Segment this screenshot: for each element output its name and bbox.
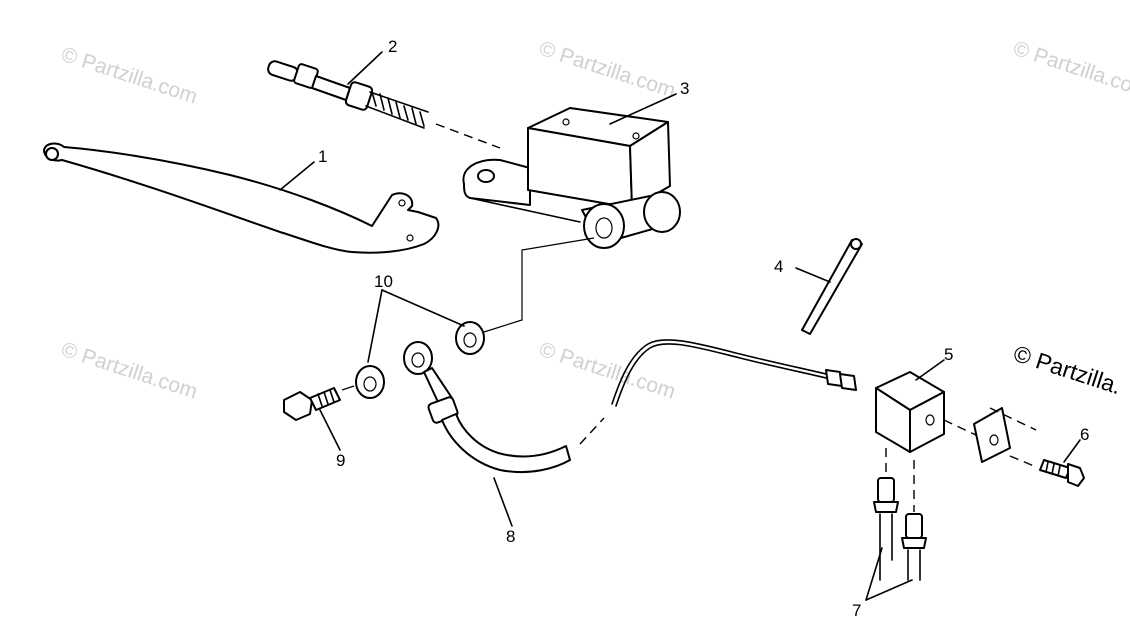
watermark-mid-left: © Partzilla.com — [58, 338, 200, 404]
watermark-top-center: © Partzilla.com — [536, 37, 678, 103]
callout-7-line-a — [865, 547, 883, 601]
leader-block-to-bracket — [943, 419, 979, 437]
callout-8-line — [493, 477, 513, 527]
watermark-top-right: © Partzilla.com — [1010, 37, 1130, 103]
part-piston-spring[interactable] — [267, 60, 429, 129]
callout-6-line — [1063, 439, 1081, 463]
part-cable-tie[interactable] — [801, 238, 863, 335]
callout-10-line-b — [367, 289, 383, 363]
part-washer-lower[interactable] — [355, 365, 385, 399]
part-bracket-bolt[interactable] — [1039, 459, 1085, 487]
watermark-mid-center: © Partzilla.com — [536, 338, 678, 404]
callout-7-line-b — [865, 579, 913, 601]
part-washer-upper[interactable] — [455, 321, 485, 355]
callout-2: 2 — [388, 37, 397, 56]
callout-2-line — [347, 51, 383, 85]
part-junction-block[interactable] — [875, 371, 945, 453]
watermark-top-left: © Partzilla.com — [58, 43, 200, 109]
callout-4: 4 — [774, 257, 783, 276]
leader-bolt-to-washer — [341, 385, 355, 391]
callout-5: 5 — [944, 345, 953, 364]
part-brake-line-rigid[interactable] — [611, 339, 857, 407]
part-brake-hose[interactable] — [403, 341, 571, 474]
callout-10: 10 — [374, 272, 393, 291]
copyright-label: © Partzilla. — [1010, 340, 1124, 399]
part-brake-lever[interactable] — [43, 142, 440, 254]
callout-7: 7 — [852, 601, 861, 620]
hose-break-dash — [579, 417, 605, 445]
leader-piston-to-master — [435, 123, 501, 149]
callout-3-line — [609, 93, 677, 125]
callout-1: 1 — [318, 147, 327, 166]
callout-8: 8 — [506, 527, 515, 546]
callout-9-line — [319, 409, 341, 451]
part-master-cylinder[interactable] — [462, 107, 681, 249]
part-mounting-bracket[interactable] — [973, 407, 1037, 467]
leader-master-to-washer — [483, 237, 595, 333]
part-banjo-bolt[interactable] — [283, 387, 341, 421]
callout-4-line — [795, 267, 831, 283]
callout-6: 6 — [1080, 425, 1089, 444]
callout-10-line-a — [381, 289, 465, 327]
callout-9: 9 — [336, 451, 345, 470]
callout-1-line — [279, 161, 315, 191]
part-brake-fittings[interactable] — [873, 448, 927, 581]
callout-5-line — [915, 359, 945, 381]
callout-3: 3 — [680, 79, 689, 98]
